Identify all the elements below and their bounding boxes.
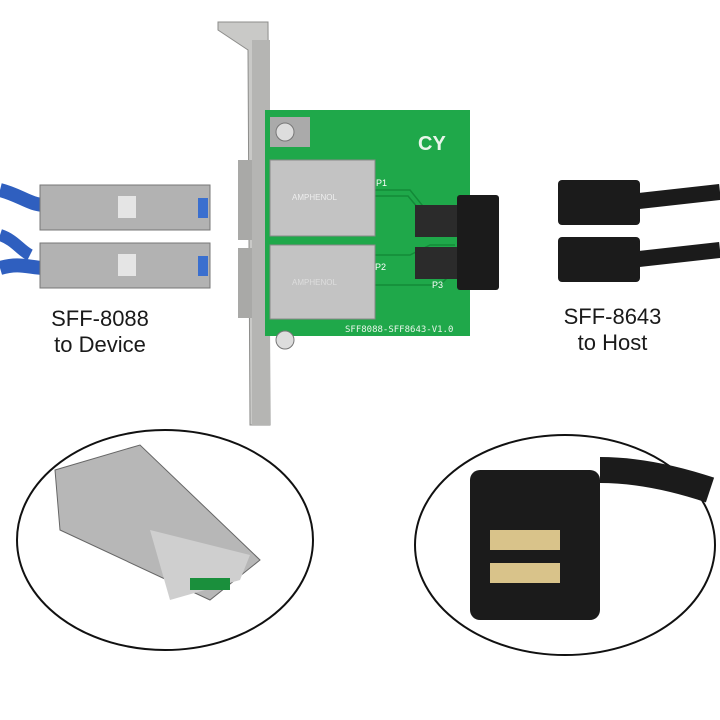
right-label-line2: to Host	[577, 330, 648, 355]
sff8643-port	[457, 195, 499, 290]
board-model-text: SFF8088-SFF8643-V1.0	[345, 325, 453, 335]
sff8088-closeup	[16, 429, 314, 651]
sff8643-closeup	[414, 434, 716, 656]
left-label-line1: SFF-8088	[51, 306, 149, 331]
left-label-line2: to Device	[54, 332, 146, 357]
screw-icon	[275, 330, 295, 350]
sff8643-slot-2	[415, 247, 457, 279]
port-label-p1: P1	[376, 178, 387, 188]
sff8088-cables	[0, 183, 211, 289]
pcb-board: CY AMPHENOL AMPHENOL P1 P2 P3 SFF8088-SF…	[265, 110, 499, 350]
sff8643-label: SFF-8643 to Host	[530, 304, 695, 356]
pci-bracket	[217, 21, 271, 426]
sff8088-port-1	[269, 159, 376, 237]
sff8643-cables	[558, 180, 720, 282]
board-logo: CY	[418, 133, 446, 155]
sff8088-port-2	[269, 244, 376, 320]
port-brand: AMPHENOL	[292, 193, 337, 202]
screw-icon	[275, 122, 295, 142]
port-label-p3: P3	[432, 280, 443, 290]
sff8643-slot-1	[415, 205, 457, 237]
sff8088-label: SFF-8088 to Device	[20, 306, 180, 358]
port-label-p2: P2	[375, 262, 386, 272]
right-label-line1: SFF-8643	[563, 304, 662, 329]
port-brand: AMPHENOL	[292, 278, 337, 287]
